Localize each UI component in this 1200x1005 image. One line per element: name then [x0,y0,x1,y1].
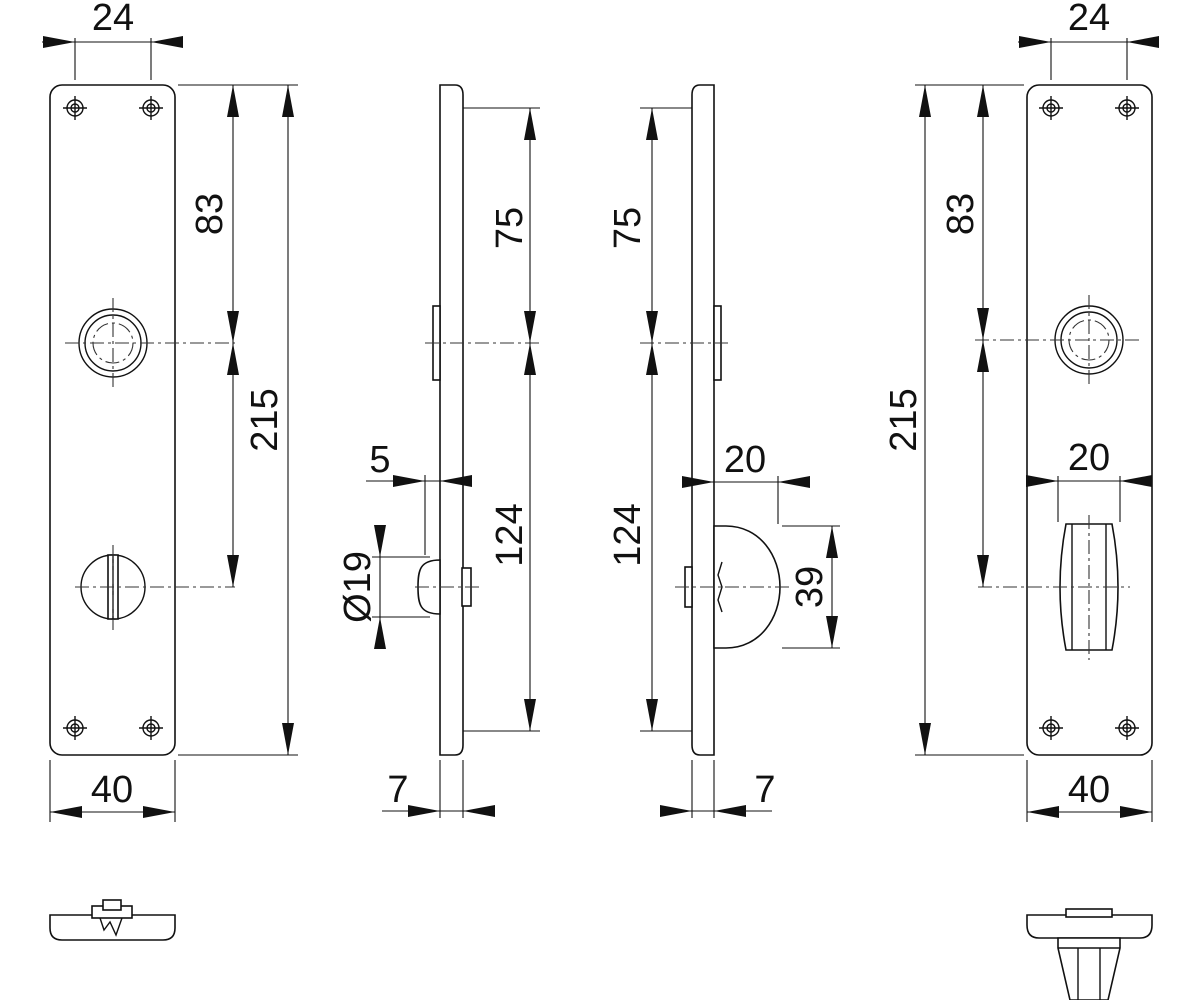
screw-hole [1115,96,1139,120]
dim-right-screw-spacing: 24 [1068,0,1110,39]
dim-left-width: 40 [91,769,133,811]
right-front-view: 24 215 83 20 40 [883,0,1159,822]
screw-hole [139,96,163,120]
dim-right-knob-width: 20 [1068,437,1110,479]
right-escutcheon-plate [1026,84,1153,756]
screw-hole [1039,716,1063,740]
dim-right-top-to-handle: 83 [940,193,982,235]
screw-hole [63,96,87,120]
dim-right-width: 40 [1068,769,1110,811]
screw-hole [139,716,163,740]
dim-left-top-to-handle: 83 [189,193,231,235]
right-side-plate [691,84,715,756]
dim-knob-projection: 20 [724,439,766,481]
screw-hole [1115,716,1139,740]
left-front-view: 24 83 215 40 [42,0,298,822]
left-handle-rosette [65,298,235,388]
dim-right-side-top-to-handle: 75 [607,207,649,249]
dim-left-side-handle-to-bottom: 124 [489,503,531,566]
dim-left-side-thickness: 7 [387,769,408,811]
right-turn-knob [978,515,1130,660]
right-handle-rosette [975,295,1140,385]
dim-right-total-height: 215 [883,388,925,451]
dim-knob-offset: 5 [369,439,390,481]
right-screw-holes [1039,96,1139,740]
left-escutcheon-plate [49,84,176,756]
dim-left-screw-spacing: 24 [92,0,134,39]
dim-right-side-handle-to-bottom: 124 [607,503,649,566]
dim-knob-height: 39 [789,566,831,608]
right-side-view: 75 124 20 39 7 [607,84,840,818]
right-bottom-view [1026,908,1153,1001]
left-turn-knob [75,545,235,630]
screw-hole [1039,96,1063,120]
left-side-plate [439,84,464,756]
dim-left-total-height: 215 [244,388,286,451]
left-bottom-view [49,899,176,941]
dim-left-side-top-to-handle: 75 [489,207,531,249]
left-side-view: 75 124 5 Ø19 7 [337,84,540,818]
left-screw-holes [63,96,163,740]
screw-hole [63,716,87,740]
dim-right-side-thickness: 7 [754,769,775,811]
dim-knob-diameter: Ø19 [337,551,379,623]
